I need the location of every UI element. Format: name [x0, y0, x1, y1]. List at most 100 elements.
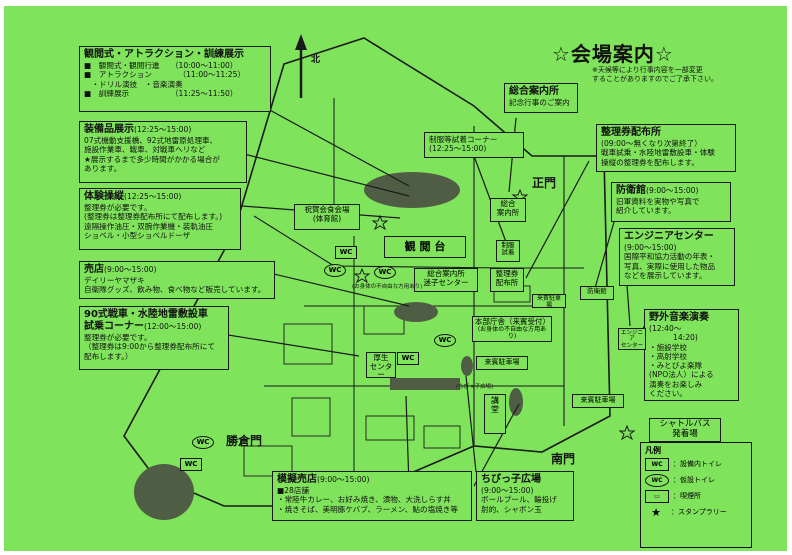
uniform-small-line: 試着 — [501, 248, 515, 257]
bousai-title: 防衛館 — [616, 185, 646, 196]
ceremony-box: 観閲式・アトラクション・訓練展示 ■ 観閲式・観閲行進 （10:00～11:00… — [79, 46, 271, 112]
engineer-row: 写真、実際に使用した物品 — [624, 261, 716, 271]
hq-line: 本部庁舎（来賓受付） — [475, 317, 550, 326]
ceremony-title: 観閲式・アトラクション・訓練展示 — [84, 49, 244, 60]
building-outline — [291, 397, 331, 437]
kids-row: 射的、シャボン玉 — [481, 504, 542, 514]
building-outline — [423, 425, 461, 449]
building-outline — [365, 415, 415, 441]
engineer-center-small: エンジニア センター — [618, 328, 646, 350]
shop-box: 売店(9:00～15:00) デイリーヤマザキ 自衛隊グッズ、飲み物、食べ物など… — [79, 261, 275, 299]
ceremony-row: ■ アトラクション （11:00～11:25） — [84, 70, 246, 80]
concert-box: 野外音楽演奏 (12:40～ 14:20) ・施設学校 ・高射学校 ・みとびよ楽… — [644, 309, 739, 401]
lecture-line: 講 — [491, 396, 499, 405]
shop-row: 自衛隊グッズ、飲み物、食べ物など販売しています。 — [84, 285, 266, 295]
guest-parking-mid: 来賓駐車場 — [476, 356, 528, 370]
bousai-small: 防衛館 — [580, 286, 614, 300]
concert-row: ・みとびよ楽隊 — [649, 361, 703, 370]
bousai-row: 旧軍資料を実物や写真で — [616, 197, 700, 206]
wc-icon: WC — [180, 458, 202, 471]
info-box: 総合案内所 記念行事のご案内 — [504, 83, 578, 113]
ticket-box: 整理券配布所 (09:00～無くなり次第終了） 戦車試乗・水陸地雷敷設車・体験 … — [596, 124, 736, 172]
kids-title: ちびっ子広場 — [481, 474, 541, 485]
hq-building: 本部庁舎（来賓受付） (お身体の不自由な方用あり) — [472, 316, 552, 342]
trial-time: (12:25～15:00) — [124, 192, 182, 201]
concert-row: 演奏をお楽しみ — [649, 379, 703, 389]
food-stalls-box: 模擬売店(9:00～15:00) ■28店舗 ・常陸牛カレー、お好み焼き、漬物、… — [272, 471, 472, 521]
page-title: ☆会場案内☆ — [552, 42, 674, 66]
tank-ride-field — [134, 464, 194, 520]
food-stalls-row: ■28店舗 — [277, 486, 310, 495]
concert-row: ください。 — [649, 388, 687, 398]
ceremony-row: ・ドリル演技 ・音楽演奏 — [84, 79, 183, 89]
engineer-time: (9:00～15:00) — [624, 243, 677, 252]
lecture-line: 堂 — [491, 405, 499, 415]
legend-box: 凡例 WC：設備内トイレ WC：仮設トイレ ▭：喫煙所 ★：スタンプラリー — [640, 442, 752, 548]
bousai-row: 紹介しています。 — [616, 206, 676, 216]
tank-ride-box: 90式戦車・水陸地雷敷設車 試乗コーナー(12:00～15:00) 整理券が必要… — [79, 306, 229, 370]
event-map-sheet: ☆会場案内☆ ※天候等により行事内容を一部変更 することがありますのでご了承下さ… — [4, 6, 787, 551]
ceremony-row: ■ 観閲式・観閲行進 （10:00～11:00） — [84, 61, 238, 70]
legend-text: ：喫煙所 — [673, 492, 701, 500]
ticket-row: 操縦の整理券を配布します。 — [601, 157, 699, 167]
notice-line: することがありますのでご了承下さい。 — [592, 75, 718, 84]
stamp-rally-icon: ★ — [651, 505, 661, 519]
accessible-note: (お身体の不自由な方用あり) — [352, 284, 423, 290]
guest-hall-line: 祝賀会食会場 — [304, 205, 350, 214]
exhibit-field — [394, 302, 438, 322]
tank-ride-title: 90式戦車・水陸地雷敷設車 — [84, 309, 208, 320]
info-station-small: 総合 案内所 — [490, 198, 526, 222]
ceremony-row: ■ 訓練展示 （11:25～11:50） — [84, 88, 238, 98]
uniform-small-line: 制服 — [501, 241, 515, 249]
guest-hall-line: (体育館) — [312, 213, 342, 223]
legend-item: WC：設備内トイレ — [645, 456, 747, 472]
info-sub: 記念行事のご案内 — [509, 98, 570, 107]
food-stalls-row: ・焼きそば、美明豚ケバブ、ラーメン、鮎の塩焼き等 — [277, 504, 458, 514]
concert-row: ・高射学校 — [649, 351, 687, 361]
trial-row: ショベル・小型ショベルドーザ — [84, 230, 191, 240]
katsukura-gate-label: 勝倉門 — [226, 434, 263, 448]
uniform-box: 制服等試着コーナー (12:25～15:00) — [424, 132, 524, 158]
equipment-title: 装備品展示 — [84, 124, 134, 135]
kids-time: (9:00～15:00) — [481, 486, 534, 495]
legend-item: ▭：喫煙所 — [645, 488, 747, 504]
equipment-box: 装備品展示(12:25～15:00) 07式機動支援橋、92式地雷原処理車、 施… — [79, 121, 247, 183]
info-station-line: 迷子センター — [423, 277, 469, 287]
ticket-station-line: 整理券 — [495, 269, 519, 278]
ticket-title: 整理券配布所 — [601, 127, 661, 138]
legend-text: ：仮設トイレ — [673, 476, 715, 484]
south-gate-label: 南門 — [551, 452, 576, 466]
engineer-small-line: センター — [621, 342, 644, 349]
building-outline — [243, 445, 293, 477]
engineer-box: エンジニアセンター (9:00～15:00) 国際平和協力活動の年表・ 写真、実… — [619, 228, 735, 286]
notice-text: ※天候等により行事内容を一部変更 することがありますのでご了承下さい。 — [592, 66, 752, 84]
concert-row: (NPO法人）による — [649, 370, 714, 380]
road-main — [253, 215, 584, 269]
ticket-station: 整理券 配布所 — [490, 268, 524, 292]
concert-title: 野外音楽演奏 — [649, 312, 709, 323]
kids-box: ちびっ子広場 (9:00～15:00) ボールプール、輪投げ 射的、シャボン玉 — [476, 471, 574, 521]
concert-row: ・施設学校 — [649, 342, 687, 352]
trial-row: (整理券は整理券配布所にて配布します。) — [84, 212, 223, 222]
concert-time: (12:40～ — [649, 324, 682, 333]
food-stalls-time: (9:00～15:00) — [317, 475, 370, 484]
trial-row: 整理券が必要です。 — [84, 203, 152, 212]
bousai-box: 防衛館(9:00～15:00) 旧軍資料を実物や写真で 紹介しています。 — [611, 182, 731, 222]
info-title: 総合案内所 — [509, 86, 559, 97]
shop-time: (9:00～15:00) — [104, 265, 157, 274]
reviewing-stand: 観 閲 台 — [384, 236, 466, 258]
welfare-line: センター — [369, 361, 393, 380]
tank-ride-time: (12:00～15:00) — [144, 322, 202, 331]
engineer-row: などを展示しています。 — [624, 270, 707, 280]
hq-note: (お身体の不自由な方用あり) — [477, 325, 547, 340]
engineer-title: エンジニアセンター — [624, 231, 714, 242]
wc-temp-icon: WC — [374, 266, 396, 279]
welfare-center: 厚生 センター — [366, 352, 396, 380]
ticket-row: (09:00～無くなり次第終了） — [601, 139, 702, 148]
info-station: 総合案内所 迷子センター — [414, 268, 478, 292]
trial-row: 遠隔操作油圧・双腕作業機・装軌油圧 — [84, 221, 214, 231]
shuttle-line: シャトルバス — [659, 419, 711, 429]
north-arrow-head — [295, 34, 307, 50]
concert-time2: 14:20) — [673, 333, 698, 343]
building-outline — [283, 323, 333, 365]
